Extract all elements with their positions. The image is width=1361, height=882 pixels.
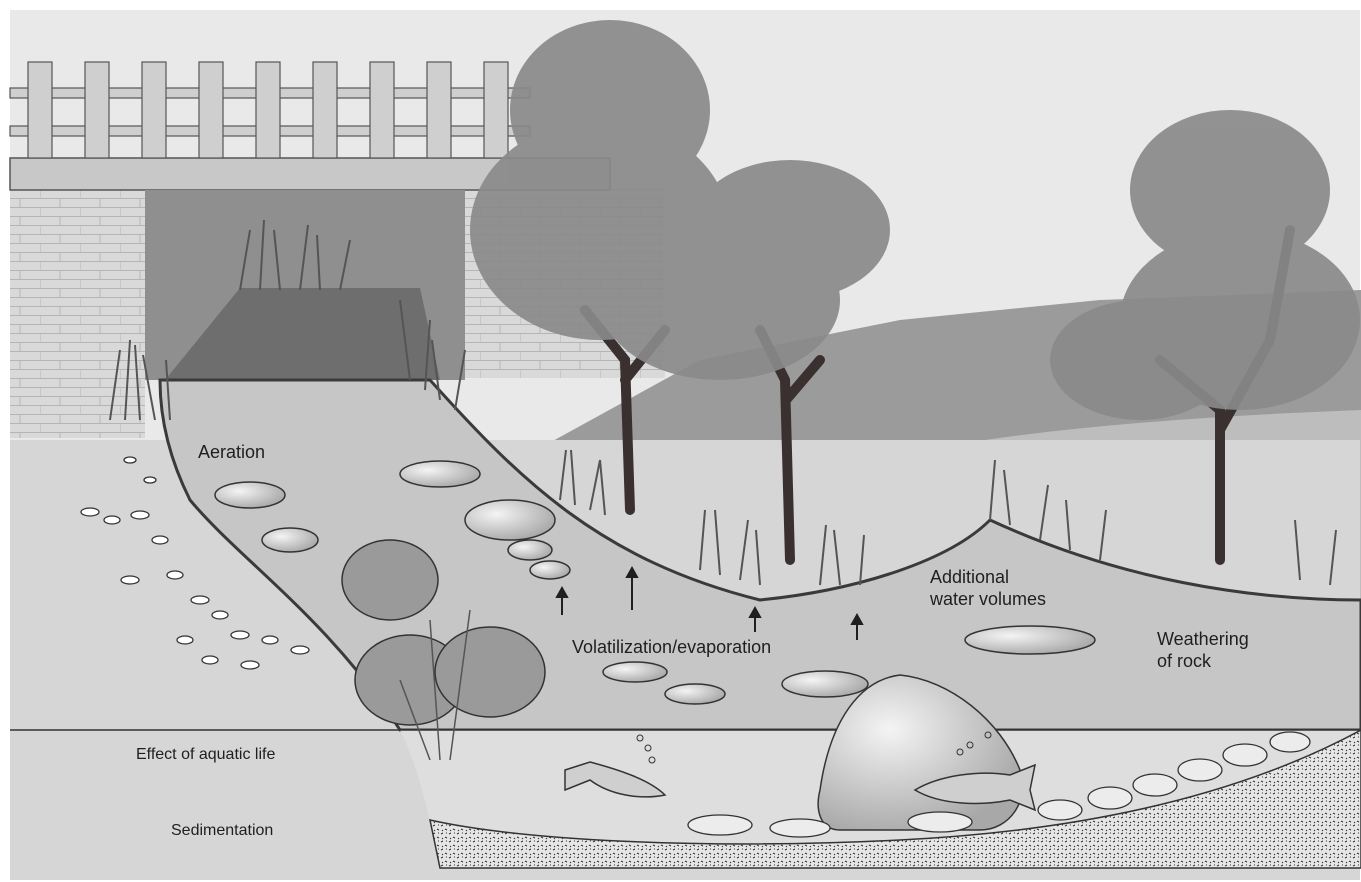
label-additional-water-line2: water volumes [930, 588, 1046, 610]
label-volatilization: Volatilization/evaporation [572, 636, 771, 658]
label-aquatic-life: Effect of aquatic life [136, 744, 275, 766]
label-additional-water-line1: Additional [930, 566, 1009, 588]
label-weathering-line1: Weathering [1157, 628, 1249, 650]
brick-wall-left [10, 188, 145, 438]
label-aeration: Aeration [198, 441, 265, 463]
label-weathering-line2: of rock [1157, 650, 1211, 672]
label-sedimentation: Sedimentation [171, 820, 273, 842]
